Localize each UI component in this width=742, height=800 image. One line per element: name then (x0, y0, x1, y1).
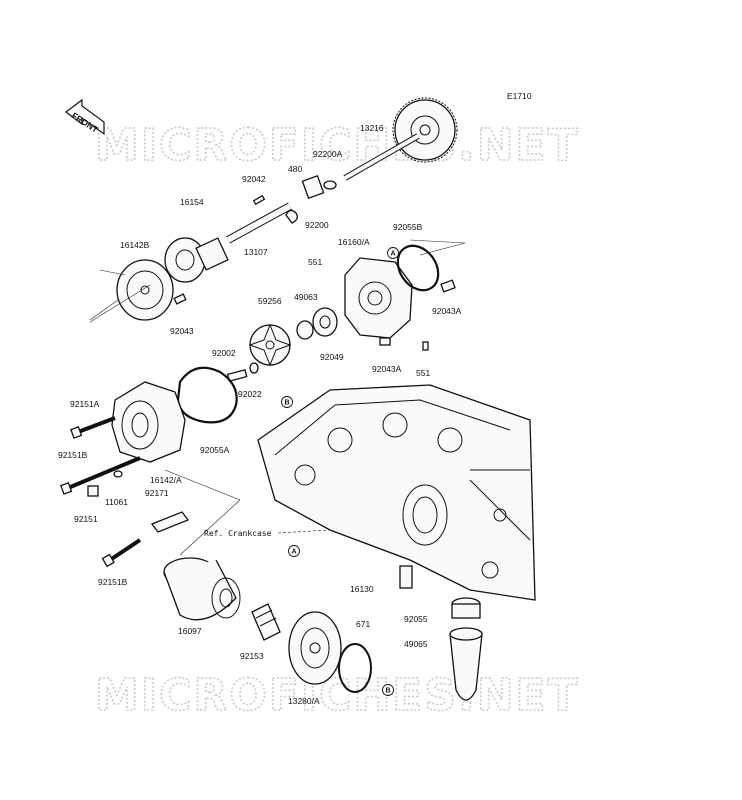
bolt-92151b-part (60, 456, 141, 495)
label-92043a-lower: 92043A (372, 364, 402, 374)
pump-shaft-part (226, 194, 292, 244)
crankcase-part (257, 384, 536, 601)
pump-cover-part (344, 257, 413, 339)
mechanical-seal-part (296, 307, 338, 340)
label-59256: 59256 (258, 296, 282, 306)
oil-filter-part (163, 557, 241, 621)
front-arrow-icon: FRONT (65, 98, 105, 136)
label-13107: 13107 (244, 247, 268, 257)
label-92200: 92200 (305, 220, 329, 230)
bolt-92151a-part (70, 416, 116, 439)
label-92055b: 92055B (393, 222, 423, 232)
plate-92171-part (150, 511, 190, 533)
label-92151: 92151 (74, 514, 98, 524)
bolt-92151-part (87, 485, 99, 497)
pipe-92153-part (251, 603, 281, 641)
label-49063: 49063 (294, 292, 318, 302)
label-92049: 92049 (320, 352, 344, 362)
label-13216: 13216 (360, 123, 384, 133)
label-92055a: 92055A (200, 445, 230, 455)
svg-text:A: A (292, 549, 297, 556)
svg-text:A: A (391, 251, 396, 258)
label-92055: 92055 (404, 614, 428, 624)
strainer-part (449, 597, 483, 701)
dowel-92043a-part (379, 337, 391, 346)
label-92200a: 92200A (313, 149, 343, 159)
callout-a-lower: A (288, 545, 300, 557)
label-16130: 16130 (350, 584, 374, 594)
watermark-top: MICROFICHES.NET (95, 120, 580, 171)
bolt-92151b-lower-part (101, 538, 142, 568)
callout-a-upper: A (387, 247, 399, 259)
label-92022: 92022 (238, 389, 262, 399)
label-551-lower: 551 (416, 368, 430, 378)
ref-crankcase-label: Ref. Crankcase (204, 529, 272, 538)
label-92043: 92043 (170, 326, 194, 336)
callout-b-upper: B (281, 396, 293, 408)
label-13280a: 13280/A (288, 696, 320, 706)
o-ring-92055a (176, 366, 238, 424)
impeller-part (248, 323, 292, 367)
label-480: 480 (288, 164, 302, 174)
pump-body-part (89, 259, 187, 321)
label-16142b: 16142B (120, 240, 150, 250)
o-ring-671 (338, 643, 372, 693)
label-92151b-lower: 92151B (98, 577, 128, 587)
pump-rotor-part (164, 237, 229, 283)
pump-housing-part (111, 381, 186, 463)
label-92171: 92171 (145, 488, 169, 498)
label-551-top: 551 (308, 257, 322, 267)
diagram-code: E1710 (507, 91, 532, 101)
label-92151a: 92151A (70, 399, 100, 409)
sprocket-shaft-part (343, 97, 458, 181)
dowel-pin-part (440, 279, 456, 293)
label-11061: 11061 (105, 497, 128, 507)
label-16154: 16154 (180, 197, 204, 207)
label-16097: 16097 (178, 626, 202, 636)
o-ring-92055b (396, 244, 440, 292)
label-49065: 49065 (404, 639, 428, 649)
pin-551-part (422, 341, 429, 351)
label-671: 671 (356, 619, 370, 629)
label-92002: 92002 (212, 348, 236, 358)
label-16160a: 16160/A (338, 237, 370, 247)
oil-cooler-part (288, 611, 342, 685)
svg-text:B: B (285, 400, 290, 407)
label-92042: 92042 (242, 174, 266, 184)
bolt-92002-part (226, 362, 259, 382)
label-92153: 92153 (240, 651, 264, 661)
watermark-bottom: MICROFICHES.NET (95, 670, 580, 721)
label-16142a: 16142/A (150, 475, 182, 485)
callout-b-lower: B (382, 684, 394, 696)
plug-16130-part (399, 565, 413, 589)
washer-11061-part (113, 470, 123, 478)
svg-text:B: B (386, 688, 391, 695)
label-92151b-upper: 92151B (58, 450, 88, 460)
label-92043a-right: 92043A (432, 306, 462, 316)
washer-part (285, 174, 337, 224)
